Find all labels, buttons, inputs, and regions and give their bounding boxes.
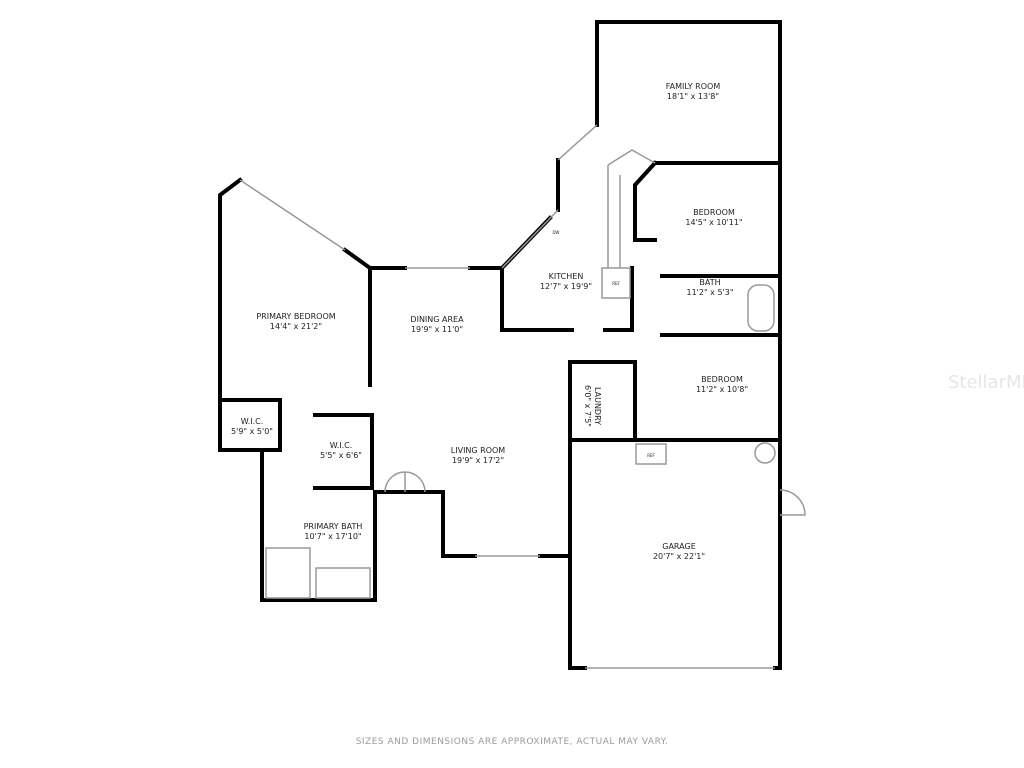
room-size: 19'9" x 11'0" bbox=[410, 325, 464, 334]
room-name: BATH bbox=[699, 278, 721, 287]
room-size: 6'0" x 7'5" bbox=[583, 385, 592, 427]
room-size: 11'2" x 5'3" bbox=[686, 288, 734, 297]
window bbox=[557, 124, 598, 161]
room-label: W.I.C.5'9" x 5'0" bbox=[231, 417, 273, 437]
room-size: 12'7" x 19'9" bbox=[539, 282, 593, 291]
room-name: GARAGE bbox=[662, 542, 696, 551]
kitchen-counter bbox=[607, 149, 656, 268]
garage-refrigerator bbox=[635, 443, 667, 465]
shower bbox=[315, 567, 371, 599]
dishwasher-label: DW bbox=[552, 230, 560, 235]
room-name: FAMILY ROOM bbox=[665, 82, 721, 91]
room-name: DINING AREA bbox=[410, 315, 464, 324]
room-size: 5'9" x 5'0" bbox=[231, 427, 273, 436]
window bbox=[239, 179, 346, 251]
wall-primary-bedroom bbox=[342, 247, 372, 387]
wall-laundry bbox=[568, 360, 637, 442]
room-name: W.I.C. bbox=[240, 417, 264, 426]
window bbox=[501, 209, 559, 269]
room-name: W.I.C. bbox=[329, 441, 353, 450]
room-name: BEDROOM bbox=[693, 208, 735, 217]
wall-bedroom1-left bbox=[633, 160, 658, 242]
water-heater bbox=[754, 442, 776, 464]
room-name: LIVING ROOM bbox=[450, 446, 506, 455]
room-name: LAUNDRY bbox=[593, 386, 602, 426]
door-swing bbox=[779, 489, 806, 516]
room-name: PRIMARY BEDROOM bbox=[256, 312, 336, 321]
room-size: 18'1" x 13'8" bbox=[666, 92, 720, 101]
room-name: PRIMARY BATH bbox=[303, 522, 363, 531]
wall-kitchen-right bbox=[603, 266, 634, 332]
room-name: BEDROOM bbox=[701, 375, 743, 384]
room-size: 11'2" x 10'8" bbox=[695, 385, 749, 394]
room-size: 14'4" x 21'2" bbox=[269, 322, 323, 331]
watermark: StellarMLS bbox=[948, 372, 1024, 393]
wall-primary-bath bbox=[260, 448, 477, 602]
room-label: W.I.C.5'5" x 6'6" bbox=[320, 441, 362, 461]
room-size: 19'9" x 17'2" bbox=[451, 456, 505, 465]
room-size: 14'5" x 10'11" bbox=[685, 218, 743, 227]
garage-refrigerator-label: REF bbox=[647, 453, 655, 458]
bathtub bbox=[747, 284, 775, 332]
disclaimer: SIZES AND DIMENSIONS ARE APPROXIMATE, AC… bbox=[355, 737, 669, 747]
wall-primary-left bbox=[218, 177, 282, 452]
wall-family-room bbox=[595, 20, 782, 670]
room-size: 10'7" x 17'10" bbox=[304, 532, 362, 541]
room-size: 20'7" x 22'1" bbox=[652, 552, 706, 561]
wall-wic2 bbox=[313, 413, 374, 490]
room-name: KITCHEN bbox=[548, 272, 584, 281]
refrigerator bbox=[601, 267, 631, 299]
refrigerator-label: REF bbox=[612, 281, 620, 286]
windows bbox=[239, 124, 806, 669]
walls bbox=[218, 20, 782, 670]
door-swing bbox=[384, 471, 426, 493]
tub bbox=[265, 547, 311, 599]
room-size: 5'5" x 6'6" bbox=[320, 451, 362, 460]
